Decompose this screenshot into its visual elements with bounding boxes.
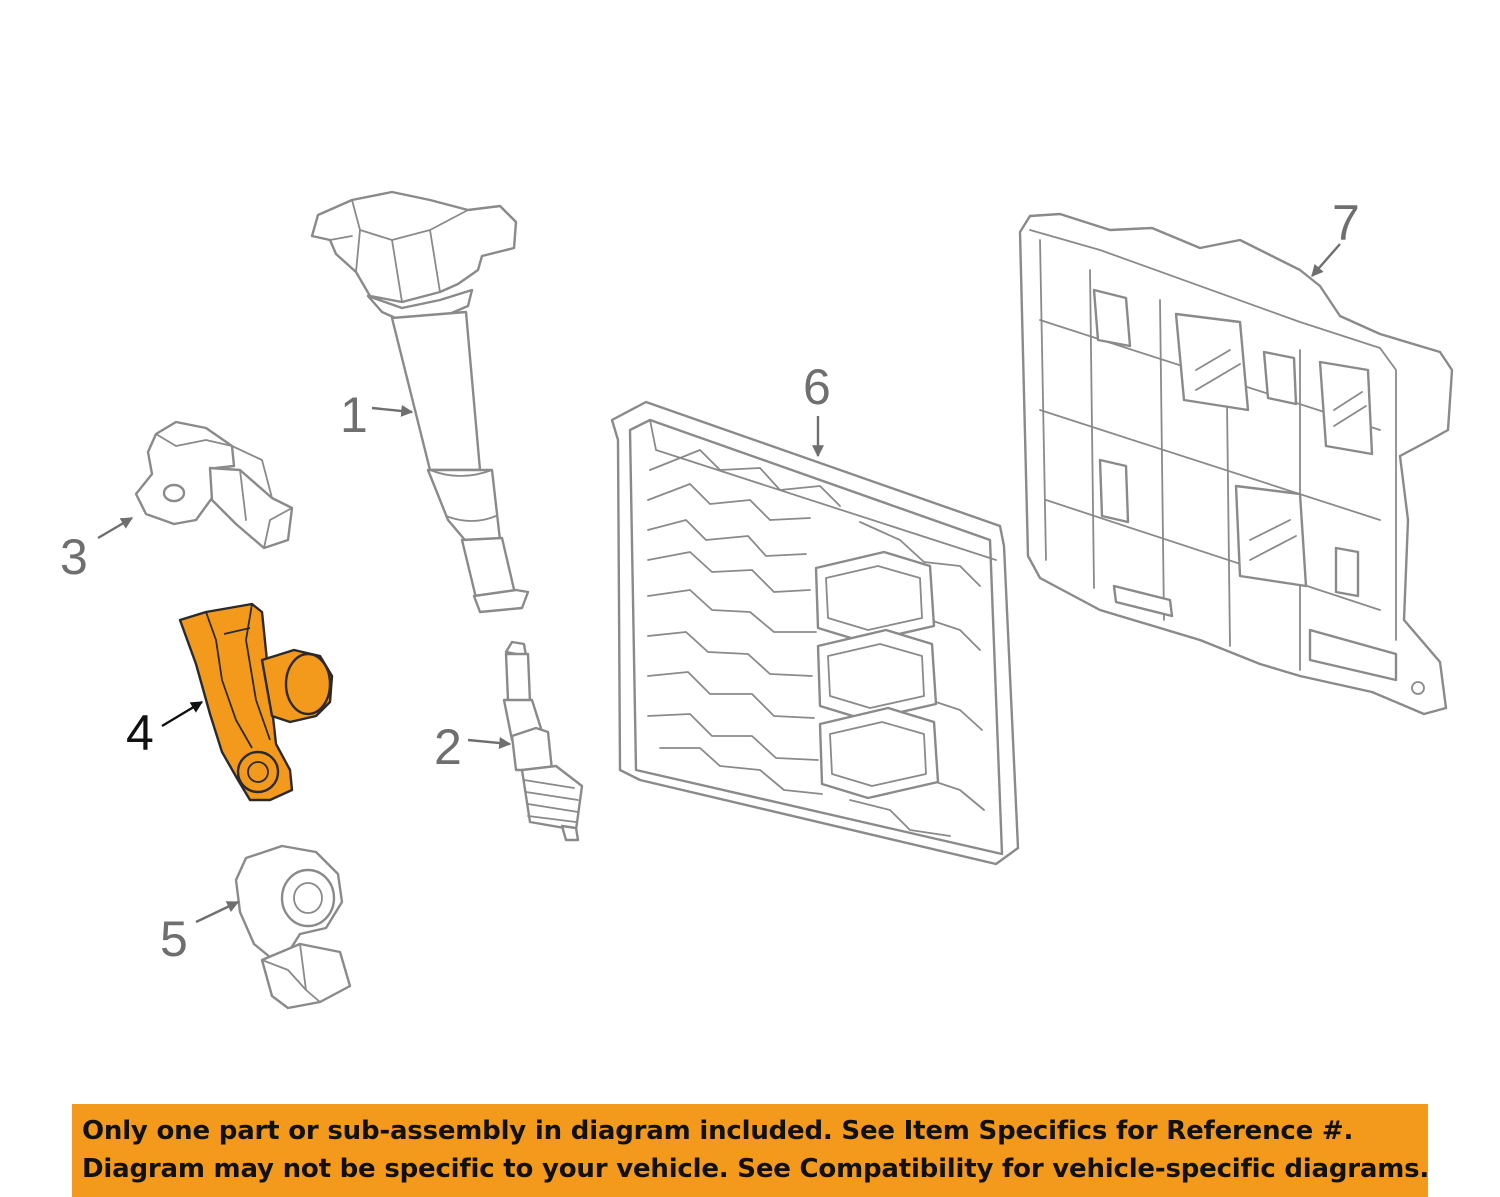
callout-6: 6 [803, 359, 831, 458]
knock-sensor [234, 844, 352, 1010]
ecm-fins [647, 449, 985, 837]
callout-label-2: 2 [434, 719, 462, 775]
callout-label-4: 4 [126, 705, 154, 761]
callout-2: 2 [434, 719, 512, 775]
callout-5: 5 [160, 900, 240, 967]
callout-label-3: 3 [60, 529, 88, 585]
leader-arrow-4 [161, 700, 204, 728]
callout-label-6: 6 [803, 359, 831, 415]
leader-arrow-3 [97, 516, 134, 540]
ecm-connectors [814, 550, 940, 800]
disclaimer-banner: Only one part or sub-assembly in diagram… [72, 1104, 1430, 1197]
ecm-bracket [1018, 212, 1454, 716]
callout-label-5: 5 [160, 911, 188, 967]
disclaimer-line-2: Diagram may not be specific to your vehi… [82, 1154, 1430, 1184]
leader-arrow-5 [195, 900, 240, 924]
leader-arrow-7 [1311, 243, 1341, 277]
disclaimer-line-1: Only one part or sub-assembly in diagram… [82, 1116, 1354, 1146]
callout-label-7: 7 [1332, 195, 1360, 251]
callout-1: 1 [340, 387, 414, 443]
ignition-coil [310, 190, 530, 614]
callout-3: 3 [60, 516, 134, 585]
callout-4: 4 [126, 700, 204, 761]
crankshaft-position-sensor [134, 420, 294, 550]
engine-control-module [610, 400, 1020, 866]
spark-plug [502, 640, 584, 842]
callout-7: 7 [1311, 195, 1360, 277]
callout-label-1: 1 [340, 387, 368, 443]
camshaft-position-sensor-highlighted [178, 602, 334, 802]
leader-arrow-2 [467, 737, 512, 749]
leader-arrow-1 [371, 404, 414, 417]
